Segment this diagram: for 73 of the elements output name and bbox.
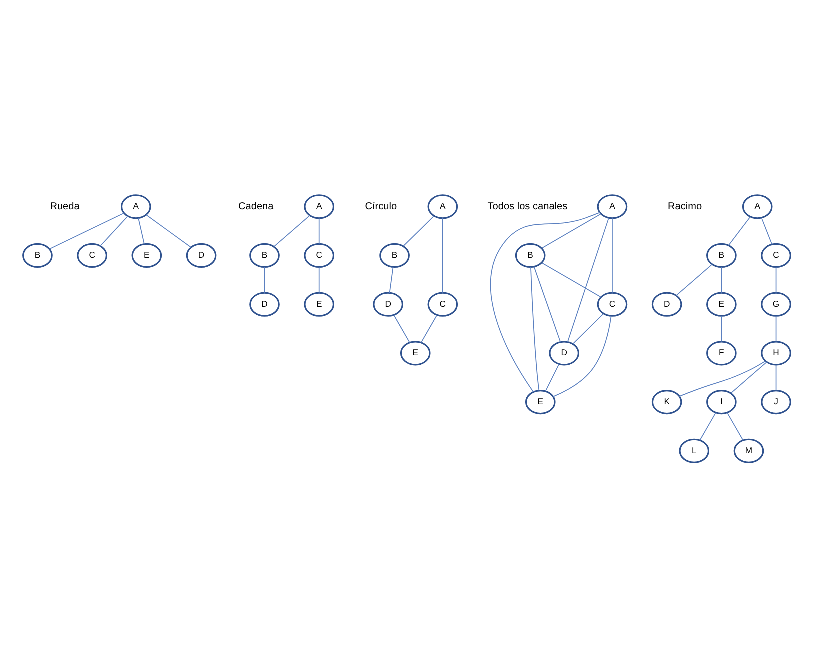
label: Rueda	[50, 202, 80, 213]
node-ellipse: E	[525, 390, 556, 415]
connector	[679, 360, 766, 397]
connector	[676, 264, 713, 296]
node-ellipse: B	[22, 243, 53, 268]
label: Círculo	[365, 202, 398, 213]
node-ellipse: G	[761, 292, 792, 317]
node-ellipse: D	[652, 292, 682, 317]
connector	[100, 216, 128, 247]
node-ellipse: F	[706, 341, 737, 366]
node-ellipse: I	[706, 390, 737, 415]
node-ellipse: D	[250, 292, 280, 317]
connector	[612, 218, 613, 294]
connector	[420, 314, 438, 344]
node-ellipse: E	[132, 243, 162, 268]
connector	[542, 262, 602, 298]
node-ellipse: L	[679, 438, 710, 464]
node-ellipse: A	[304, 194, 335, 220]
connector	[567, 218, 610, 343]
node-ellipse: A	[597, 194, 628, 220]
connector	[138, 218, 145, 245]
connector	[146, 214, 192, 248]
node-ellipse: D	[373, 292, 404, 317]
connector	[761, 218, 773, 245]
node-ellipse: M	[734, 438, 764, 464]
connector	[553, 316, 612, 398]
connector	[721, 316, 722, 342]
connector	[490, 212, 600, 393]
connector	[318, 267, 320, 294]
connector	[572, 314, 604, 344]
node-ellipse: A	[742, 194, 773, 220]
connector	[394, 314, 410, 344]
connector	[49, 212, 124, 250]
label: Todos los canales	[488, 202, 568, 213]
node-ellipse: A	[428, 194, 458, 220]
label: Cadena	[238, 202, 274, 213]
connector	[545, 364, 560, 392]
node-ellipse: K	[652, 390, 682, 415]
node-ellipse: D	[186, 243, 217, 268]
connector	[700, 412, 716, 441]
node-ellipse: E	[304, 292, 335, 317]
node-ellipse: B	[515, 243, 546, 268]
connector	[318, 218, 320, 244]
node-ellipse: E	[400, 341, 431, 366]
node-ellipse: C	[761, 243, 792, 268]
connector	[776, 316, 777, 342]
node-ellipse: H	[761, 341, 792, 366]
connector	[728, 216, 751, 246]
connector	[530, 267, 540, 392]
connector	[541, 214, 602, 249]
connector	[403, 216, 435, 247]
node-ellipse: C	[304, 243, 335, 268]
connector	[727, 412, 744, 441]
label: Racimo	[668, 202, 702, 213]
node-ellipse: C	[597, 292, 628, 317]
connector	[730, 362, 768, 394]
connector	[534, 266, 562, 343]
node-ellipse: C	[77, 243, 108, 268]
node-ellipse: B	[380, 243, 410, 268]
connector	[776, 267, 777, 294]
node-ellipse: D	[549, 341, 580, 366]
node-ellipse: B	[250, 243, 280, 268]
connector	[274, 215, 310, 248]
node-ellipse: E	[706, 292, 737, 317]
node-ellipse: B	[706, 243, 737, 268]
connector	[264, 267, 266, 294]
node-ellipse: A	[120, 194, 152, 220]
connector	[776, 364, 777, 392]
connector	[442, 218, 444, 294]
node-ellipse: C	[428, 292, 458, 317]
connector	[389, 266, 394, 294]
connector	[721, 267, 722, 294]
node-ellipse: J	[761, 390, 792, 415]
